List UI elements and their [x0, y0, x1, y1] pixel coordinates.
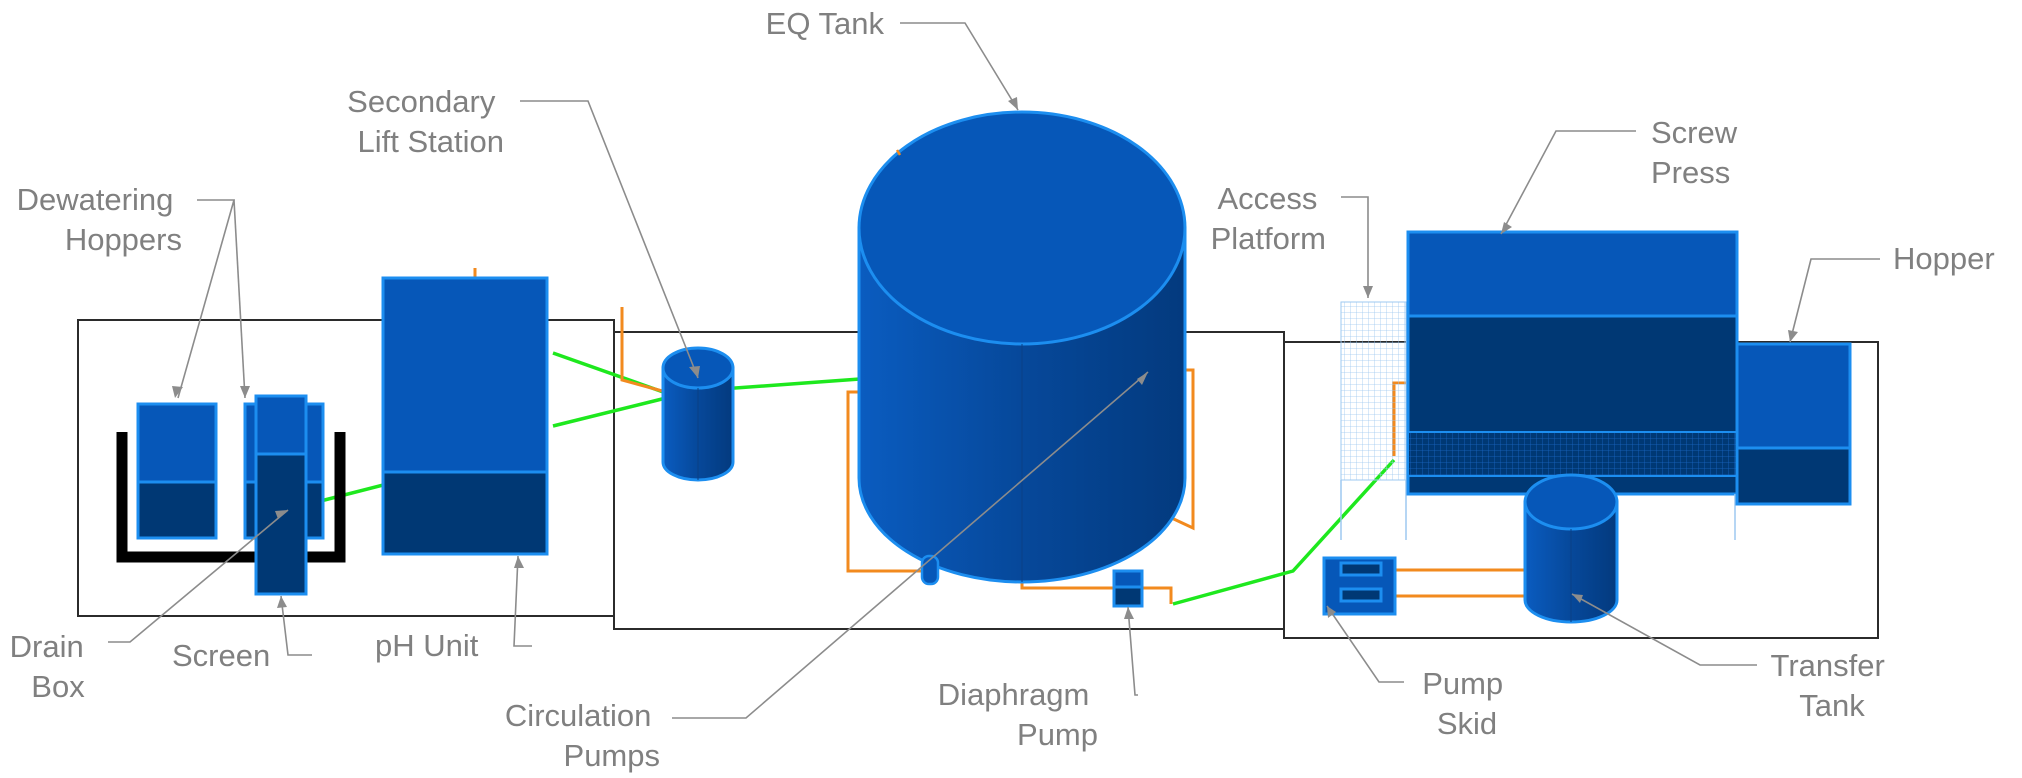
- label-screen: Screen: [172, 638, 270, 673]
- arrowhead-hopper-2: [240, 386, 250, 398]
- eq-tank-vent: [895, 149, 902, 156]
- label-diaphragm-pump: Diaphragm Pump: [938, 677, 1098, 752]
- access-platform: [1340, 301, 1407, 540]
- green-pipe-2: [552, 396, 667, 428]
- leader-transfer-tank: [1571, 593, 1757, 666]
- arrowhead-ph-unit: [514, 556, 524, 568]
- leader-lift-station: [520, 100, 699, 379]
- platform-grating: [1340, 301, 1407, 481]
- label-hopper: Hopper: [1893, 241, 1995, 276]
- arrowhead-drain-box: [275, 510, 288, 519]
- orange-pipe-circ-left: [846, 390, 925, 573]
- label-circulation-pumps: Circulation Pumps: [505, 698, 660, 773]
- diaphragm-pump: [1112, 569, 1144, 608]
- diaphragm-pump-top: [1112, 569, 1144, 589]
- pump-skid-pump-1: [1339, 561, 1383, 577]
- leader-pump-skid: [1326, 605, 1404, 683]
- leader-screen: [280, 595, 312, 656]
- orange-pipe-lift: [620, 307, 667, 394]
- pump-skid: [1322, 556, 1397, 616]
- arrowhead-pump-skid: [1327, 606, 1336, 618]
- label-ph-unit: pH Unit: [375, 628, 479, 663]
- transfer-tank-top: [1523, 473, 1619, 531]
- leader-diaphragm-pump: [1127, 606, 1138, 696]
- arrowhead-diaphragm-pump: [1124, 607, 1134, 619]
- callout-labels: Dewatering Hoppers Secondary Lift Statio…: [10, 6, 1995, 773]
- label-screw-press: Screw Press: [1651, 115, 1746, 190]
- transfer-tank: [1523, 473, 1619, 624]
- screen-top: [254, 394, 308, 456]
- screw-press-grating: [1407, 431, 1738, 477]
- hopper: [1735, 342, 1852, 506]
- arrowhead-access-platform: [1363, 286, 1373, 298]
- arrowhead-transfer-tank: [1572, 594, 1583, 603]
- ph-unit-top: [381, 276, 549, 474]
- leader-arrowheads: [172, 97, 1798, 619]
- label-dewatering-hoppers: Dewatering Hoppers: [17, 182, 182, 257]
- leader-lines: [108, 22, 1880, 719]
- label-access-platform: Access Platform: [1211, 181, 1326, 256]
- leader-ph-unit: [513, 555, 532, 647]
- arrowhead-eq-tank: [1008, 97, 1018, 110]
- leader-screw-press: [1500, 130, 1636, 235]
- label-transfer-tank: Transfer Tank: [1771, 648, 1894, 723]
- leader-dewatering-hopper-2: [233, 199, 246, 399]
- eq-tank-roof: [857, 110, 1187, 346]
- screen-unit: [254, 394, 308, 596]
- pump-skid-pump-2: [1339, 587, 1383, 603]
- label-eq-tank: EQ Tank: [766, 6, 885, 41]
- label-secondary-lift-station: Secondary Lift Station: [347, 84, 504, 159]
- leader-eq-tank: [900, 22, 1019, 111]
- screw-press-top: [1406, 230, 1739, 318]
- ph-unit: [381, 276, 549, 556]
- arrowhead-circulation-pumps: [1137, 372, 1148, 385]
- label-pump-skid: Pump Skid: [1422, 666, 1512, 741]
- eq-tank: [857, 110, 1187, 584]
- leader-circulation-pumps: [672, 371, 1149, 719]
- arrowhead-hopper-1: [172, 386, 183, 398]
- hopper-1-top: [136, 402, 218, 484]
- arrowhead-hopper: [1788, 330, 1798, 342]
- arrowhead-screw-press: [1501, 222, 1512, 234]
- leader-dewatering-hopper-1: [177, 199, 236, 399]
- arrowhead-screen: [277, 596, 287, 608]
- dewatering-hopper-1: [136, 402, 218, 540]
- label-drain-box: Drain Box: [10, 629, 93, 704]
- leader-drain-box: [108, 509, 289, 643]
- hopper-top: [1735, 342, 1852, 450]
- green-pipe-4: [1172, 458, 1396, 606]
- leader-access-platform: [1341, 196, 1369, 298]
- leader-hopper: [1789, 258, 1880, 343]
- arrowhead-lift-station: [689, 366, 700, 378]
